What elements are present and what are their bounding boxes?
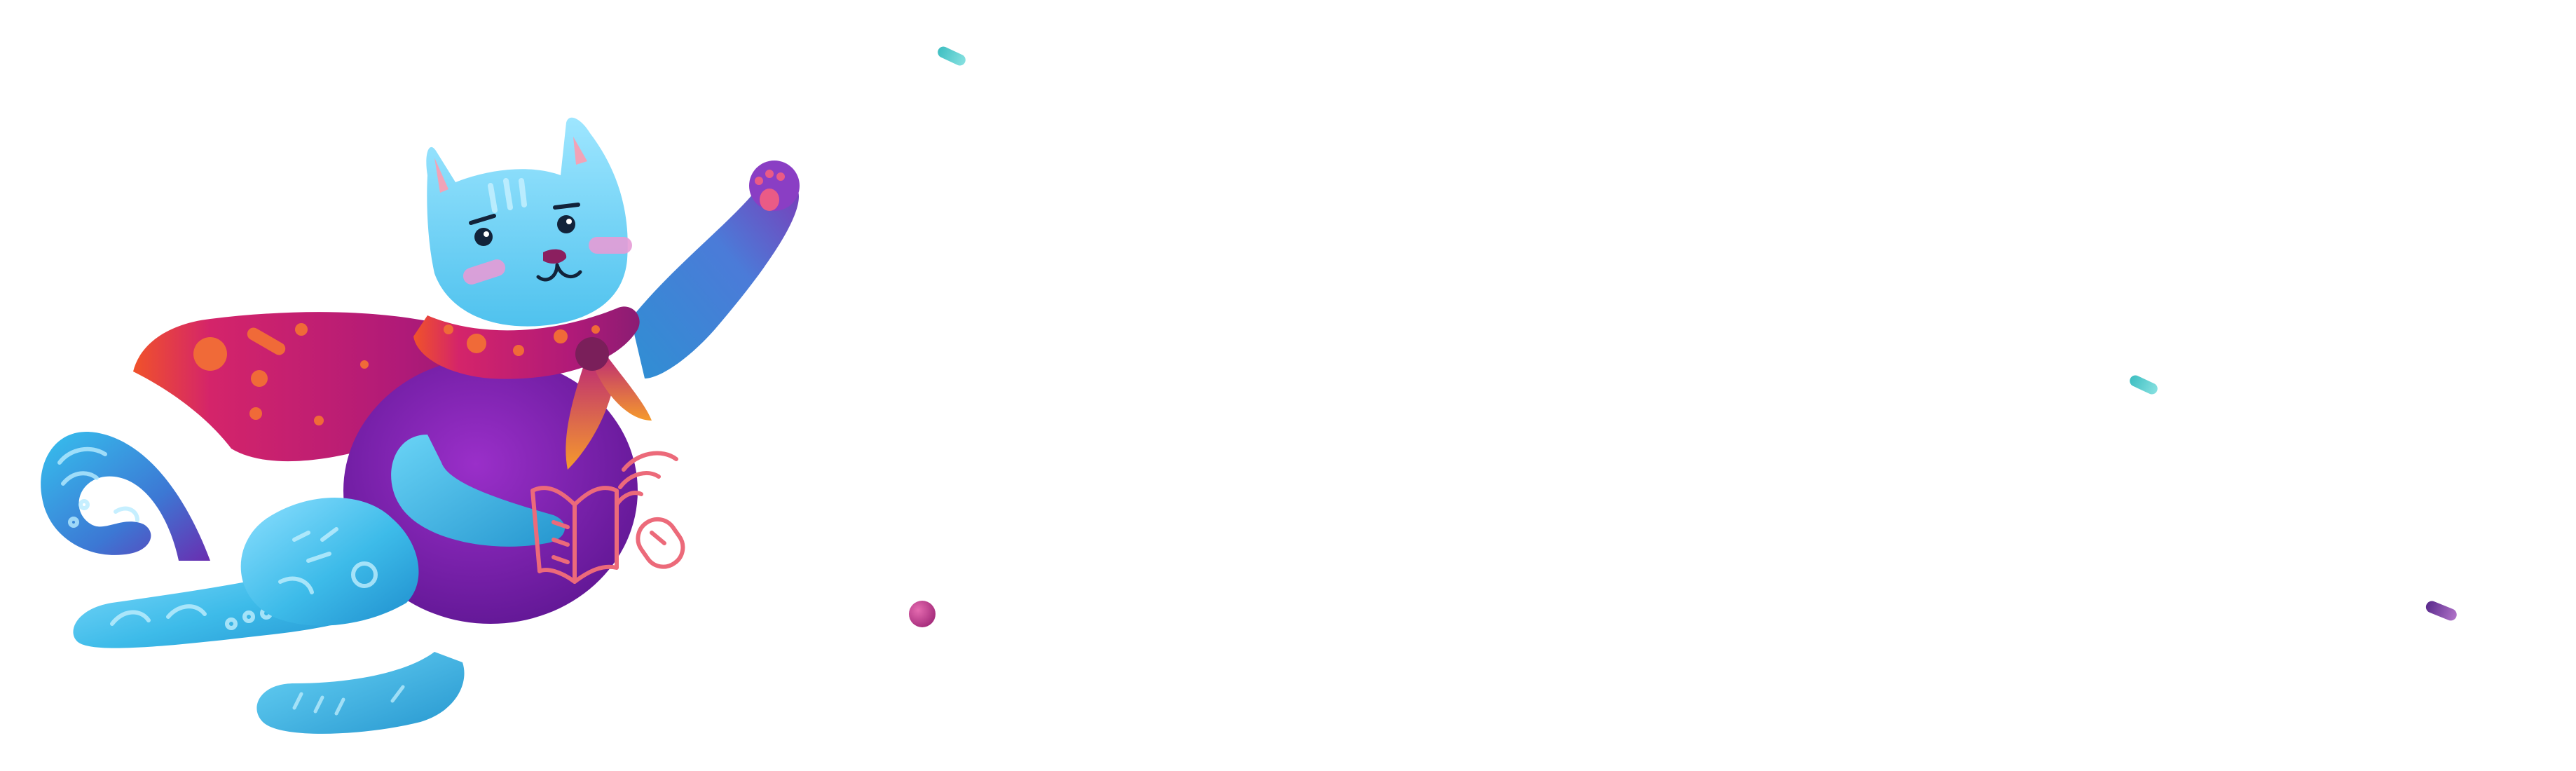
scarf-tail (596, 350, 652, 421)
cat-mouth (536, 263, 582, 282)
scarf-knot (575, 337, 609, 371)
hip-pattern (278, 527, 378, 594)
head-stripes (488, 178, 527, 213)
confetti-dot (909, 601, 936, 627)
confetti-dash (938, 46, 966, 66)
cat-hip (240, 498, 419, 626)
cat-tail (41, 432, 210, 561)
right-ear-inner (573, 137, 587, 165)
cat-head (426, 117, 628, 327)
scarf-spots (444, 325, 600, 356)
cat-front-foot (256, 652, 465, 734)
paw-pads (755, 170, 785, 211)
cat-blush (463, 259, 506, 285)
cat-nose (543, 249, 567, 264)
cat-eyes (469, 203, 580, 246)
foot-pattern (292, 685, 405, 716)
confetti-dash (2425, 601, 2457, 621)
leg-pattern (110, 604, 273, 630)
computer-mouse-icon (636, 517, 685, 569)
cat-raised-arm (631, 177, 799, 378)
tail-pattern (57, 446, 139, 528)
cat-holding-arm (391, 435, 566, 547)
left-ear-inner (434, 158, 448, 193)
cat-torso (343, 357, 638, 624)
open-book-icon (530, 486, 619, 584)
cat-blush (589, 237, 632, 254)
confetti-dash (2130, 375, 2158, 395)
wifi-signal-icon (615, 451, 678, 507)
